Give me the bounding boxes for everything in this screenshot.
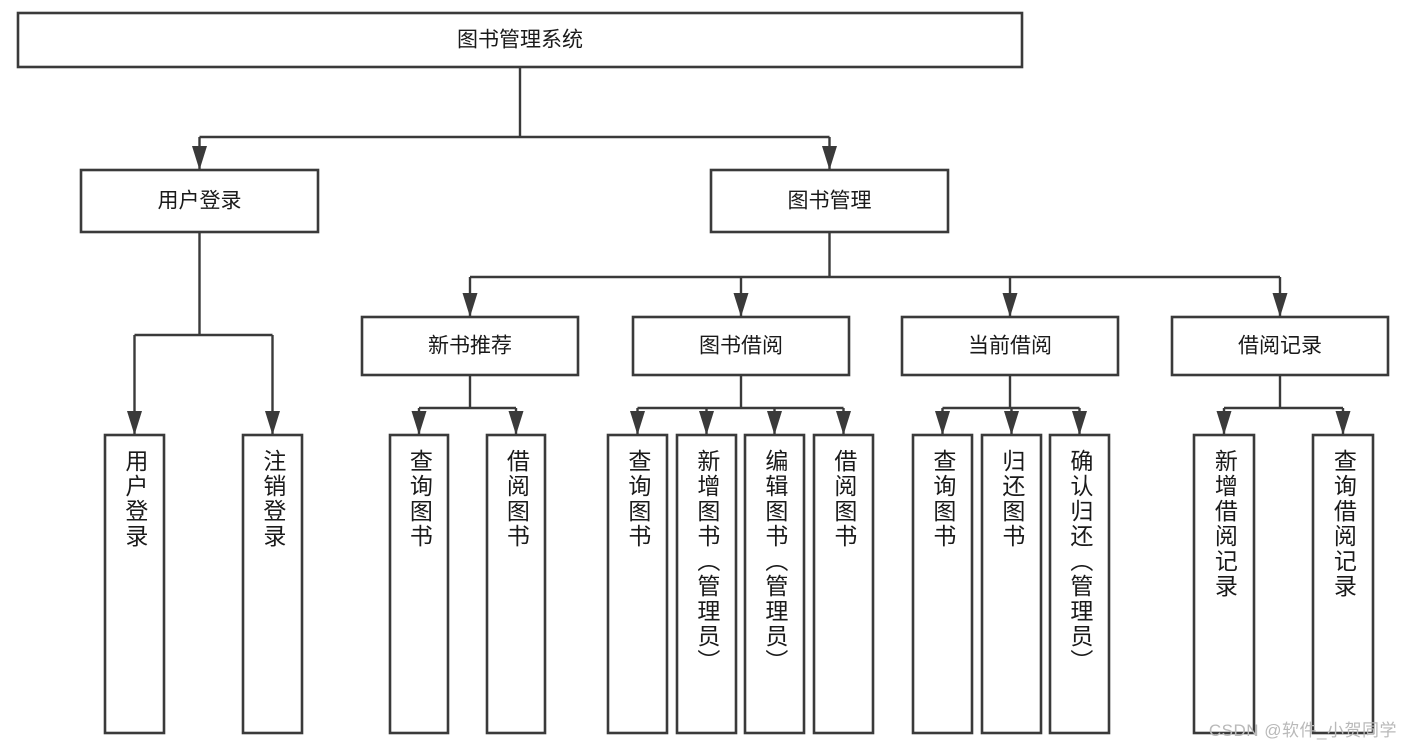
arrow-head-icon [935, 411, 950, 435]
node-level2-label: 图书管理 [788, 190, 872, 213]
node-level3-借阅记录[interactable] [1170, 315, 1390, 377]
arrow-head-icon [836, 411, 851, 435]
node-level2-用户登录[interactable] [79, 168, 320, 234]
node-leaf-新增借阅记录[interactable] [1192, 433, 1256, 735]
arrow-head-icon [822, 146, 837, 170]
arrow-head-icon [127, 411, 142, 435]
node-leaf-借阅图书[interactable] [812, 433, 875, 735]
node-leaf-编辑图书（管理员）[interactable] [743, 433, 806, 735]
node-leaf-注销登录[interactable] [241, 433, 304, 735]
node-level2-label: 用户登录 [158, 190, 242, 213]
arrow-head-icon [508, 411, 524, 435]
arrow-head-icon [1002, 293, 1018, 317]
node-leaf-归还图书[interactable] [980, 433, 1043, 735]
node-leaf-查询图书[interactable] [911, 433, 974, 735]
node-leaf-查询图书[interactable] [606, 433, 669, 735]
node-leaf-用户登录[interactable] [103, 433, 166, 735]
node-level3-图书借阅[interactable] [631, 315, 851, 377]
node-level3-label: 借阅记录 [1238, 335, 1322, 358]
arrow-head-icon [192, 146, 207, 170]
arrow-head-icon [462, 293, 478, 317]
arrow-head-icon [733, 293, 749, 317]
arrow-head-icon [411, 411, 427, 435]
arrow-head-icon [1004, 411, 1019, 435]
node-leaf-新增图书（管理员）[interactable] [675, 433, 738, 735]
node-root-图书管理系统[interactable] [16, 11, 1024, 69]
node-level3-新书推荐[interactable] [360, 315, 580, 377]
arrow-head-icon [1335, 411, 1351, 435]
arrow-head-icon [1272, 293, 1288, 317]
connectors-layer [127, 67, 1351, 435]
arrow-head-icon [265, 411, 280, 435]
node-root-label: 图书管理系统 [457, 29, 583, 52]
node-level3-label: 图书借阅 [699, 335, 783, 358]
node-leaf-借阅图书[interactable] [485, 433, 547, 735]
arrow-head-icon [767, 411, 782, 435]
arrow-head-icon [699, 411, 714, 435]
node-leaf-查询图书[interactable] [388, 433, 450, 735]
watermark-text: CSDN @软件_小贺同学 [1208, 721, 1397, 740]
node-level3-当前借阅[interactable] [900, 315, 1120, 377]
arrow-head-icon [630, 411, 645, 435]
arrow-head-icon [1072, 411, 1087, 435]
node-level3-label: 当前借阅 [968, 335, 1052, 358]
arrow-head-icon [1216, 411, 1232, 435]
node-level3-label: 新书推荐 [428, 335, 512, 358]
node-leaf-查询借阅记录[interactable] [1311, 433, 1375, 735]
node-leaf-确认归还（管理员）[interactable] [1048, 433, 1111, 735]
node-level2-图书管理[interactable] [709, 168, 950, 234]
